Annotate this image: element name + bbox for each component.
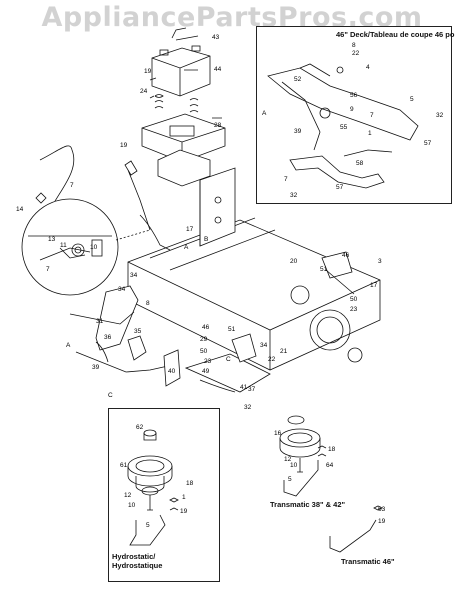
- part-callout-c18b: 18: [328, 446, 336, 453]
- part-callout-c57b: 57: [336, 184, 344, 191]
- deck-46-caption: 46" Deck/Tableau de coupe 46 po: [336, 30, 455, 39]
- part-callout-c5b: 5: [288, 476, 292, 483]
- part-callout-c13: 13: [48, 236, 56, 243]
- transmatic-46-bracket-icon: [329, 519, 377, 553]
- part-callout-c34c: 34: [260, 342, 268, 349]
- part-callout-c51a: 51: [320, 266, 328, 273]
- main-frame-icon: [127, 167, 381, 371]
- part-callout-c57a: 57: [424, 140, 432, 147]
- part-callout-c22b: 22: [352, 50, 360, 57]
- part-callout-c56: 56: [350, 92, 358, 99]
- part-callout-c40: 40: [168, 368, 176, 375]
- part-callout-c18a: 18: [186, 480, 194, 487]
- part-callout-c41: 41: [240, 384, 248, 391]
- part-callout-c55: 55: [340, 124, 348, 131]
- part-callout-c46a: 46: [342, 252, 350, 259]
- part-callout-c10a: 10: [90, 244, 98, 251]
- part-callout-c32a: 32: [244, 404, 252, 411]
- part-callout-c29: 29: [200, 336, 208, 343]
- part-callout-c32b: 32: [436, 112, 444, 119]
- hydrostatic-caption-line2: Hydrostatique: [112, 561, 163, 570]
- part-callout-c8b: 8: [352, 42, 356, 49]
- part-callout-c58: 58: [356, 160, 364, 167]
- part-callout-c5a: 5: [146, 522, 150, 529]
- part-callout-c1b: 1: [368, 130, 372, 137]
- part-callout-c7b: 7: [46, 266, 50, 273]
- watermark: AppliancePartsPros.com: [41, 2, 423, 33]
- part-callout-c8a: 8: [146, 300, 150, 307]
- part-callout-c5c: 5: [410, 96, 414, 103]
- hydrostatic-caption-line1: Hydrostatic/: [112, 552, 156, 561]
- part-callout-c28: 28: [214, 122, 222, 129]
- part-callout-c39a: 39: [92, 364, 100, 371]
- part-callout-c7d: 7: [284, 176, 288, 183]
- part-callout-c37: 37: [248, 386, 256, 393]
- part-callout-cA3: A: [262, 110, 267, 117]
- part-callout-c16: 16: [274, 430, 282, 437]
- part-callout-c10c: 10: [290, 462, 298, 469]
- part-callout-c7c: 7: [370, 112, 374, 119]
- part-callout-c34b: 34: [118, 286, 126, 293]
- part-callout-c7a: 7: [70, 182, 74, 189]
- part-callout-c23: 23: [204, 358, 212, 365]
- part-callout-c17a: 17: [186, 226, 194, 233]
- part-callout-c39b: 39: [294, 128, 302, 135]
- part-callout-c52: 52: [294, 76, 302, 83]
- deck-46-linkage-icon: [267, 63, 419, 189]
- hydrostatic-pulley-icon: [127, 429, 179, 546]
- part-callout-cA1: A: [184, 244, 189, 251]
- part-callout-c19d: 19: [378, 518, 386, 525]
- part-callout-c46b: 46: [202, 324, 210, 331]
- part-callout-c31: 31: [96, 318, 104, 325]
- part-callout-cB1: B: [204, 236, 209, 243]
- part-callout-c50b: 50: [350, 296, 358, 303]
- part-callout-c19c: 19: [180, 508, 188, 515]
- part-callout-c14: 14: [16, 206, 24, 213]
- part-callout-c43: 43: [212, 34, 220, 41]
- transmatic-pulley-icon: [279, 415, 327, 497]
- part-callout-c23b: 23: [350, 306, 358, 313]
- part-callout-cC2: C: [226, 356, 231, 363]
- deck-46-inset: [256, 26, 452, 204]
- part-callout-c12a: 12: [124, 492, 132, 499]
- part-callout-c3a: 3: [378, 258, 382, 265]
- part-callout-c20: 20: [290, 258, 298, 265]
- part-callout-cC1: C: [108, 392, 113, 399]
- part-callout-c19b: 19: [120, 142, 128, 149]
- part-callout-c4a: 4: [366, 64, 370, 71]
- part-callout-c36: 36: [104, 334, 112, 341]
- part-callout-c9: 9: [350, 106, 354, 113]
- part-callout-cA2: A: [66, 342, 71, 349]
- part-callout-c35: 35: [134, 328, 142, 335]
- part-callout-c19a: 19: [144, 68, 152, 75]
- hydrostatic-inset: [108, 408, 220, 582]
- part-callout-c50a: 50: [200, 348, 208, 355]
- part-callout-c11a: 11: [60, 242, 67, 249]
- part-callout-c17b: 17: [370, 282, 378, 289]
- part-callout-c10b: 10: [128, 502, 136, 509]
- transmatic-46-caption: Transmatic 46": [341, 557, 395, 566]
- part-callout-c61: 61: [120, 462, 128, 469]
- part-callout-c64: 64: [326, 462, 334, 469]
- transmatic-38-42-caption: Transmatic 38" & 42": [270, 500, 346, 509]
- part-callout-c22: 22: [268, 356, 276, 363]
- part-callout-c44: 44: [214, 66, 222, 73]
- part-callout-c34a: 34: [130, 272, 138, 279]
- part-callout-c62: 62: [136, 424, 144, 431]
- part-callout-c12b: 12: [284, 456, 292, 463]
- part-callout-c51b: 51: [228, 326, 236, 333]
- part-callout-c63: 63: [378, 506, 386, 513]
- part-callout-c24: 24: [140, 88, 148, 95]
- part-callout-c32c: 32: [290, 192, 298, 199]
- part-callout-c49: 49: [202, 368, 210, 375]
- battery-icon: [151, 27, 211, 97]
- part-callout-c1a: 1: [182, 494, 186, 501]
- spring-icon: [154, 94, 199, 113]
- part-callout-c21: 21: [280, 348, 288, 355]
